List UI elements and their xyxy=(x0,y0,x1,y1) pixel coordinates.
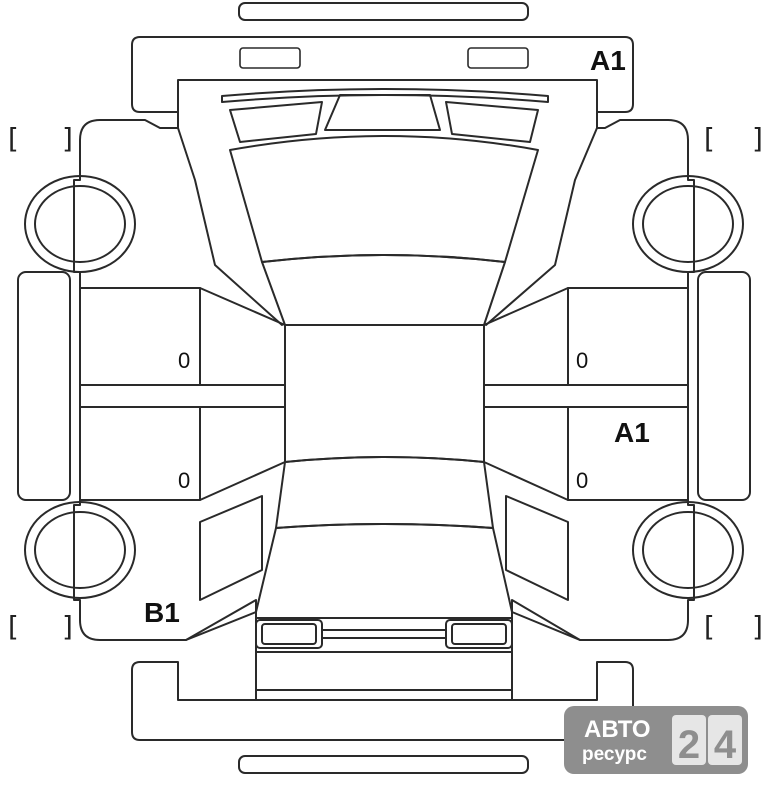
front-bumper xyxy=(131,36,634,113)
right-fog-lamp xyxy=(445,101,539,143)
right-front-fender-edge xyxy=(485,127,598,326)
grille-strip xyxy=(221,88,549,103)
left-front-fender-edge xyxy=(177,127,283,326)
left-tail-light-inner xyxy=(261,623,317,645)
left-sill xyxy=(79,384,286,408)
bracket-close-lr: ] xyxy=(60,610,77,643)
left-rear-quarter-window xyxy=(199,495,263,601)
bracket-open-lr: [ xyxy=(4,610,21,643)
rear-bumper-strip xyxy=(238,755,529,774)
bracket-close-rr: ] xyxy=(750,610,767,643)
left-front-wheel xyxy=(24,175,136,273)
door-mark-right-front: 0 xyxy=(576,348,588,373)
left-rear-door xyxy=(79,406,286,501)
right-tail-light xyxy=(445,619,513,649)
bracket-close-lf: ] xyxy=(60,122,77,155)
trunk-lid xyxy=(255,523,513,619)
annotation-right-doors: A1 xyxy=(614,417,650,448)
rear-bumper xyxy=(131,661,634,741)
left-tail-light xyxy=(255,619,323,649)
watermark-logo: АВТО ресурс 2 4 xyxy=(564,706,748,774)
bracket-open-rr: [ xyxy=(700,610,717,643)
watermark-digit-1: 2 xyxy=(678,723,700,767)
left-side-skirt xyxy=(17,271,71,501)
rear-window xyxy=(275,456,494,529)
watermark-digit-tile-1 xyxy=(672,715,706,765)
windshield xyxy=(261,254,506,326)
annotation-rear-left-quarter: B1 xyxy=(144,597,180,628)
roof xyxy=(284,324,485,463)
annotation-front-bumper: A1 xyxy=(590,45,626,76)
bracket-open-lf: [ xyxy=(4,122,21,155)
right-sill xyxy=(483,384,689,408)
right-rear-quarter-edge xyxy=(511,599,581,641)
left-headlight xyxy=(239,47,301,69)
right-tail-light-inner xyxy=(451,623,507,645)
right-side-skirt xyxy=(697,271,751,501)
right-rear-wheel xyxy=(632,501,744,599)
door-mark-left-rear: 0 xyxy=(178,468,190,493)
door-mark-right-rear: 0 xyxy=(576,468,588,493)
left-rear-quarter-edge xyxy=(185,599,257,641)
grille xyxy=(324,94,441,131)
watermark-digit-tile-2 xyxy=(708,715,742,765)
bracket-open-rf: [ xyxy=(700,122,717,155)
right-rear-quarter-window xyxy=(505,495,569,601)
watermark-line1: АВТО xyxy=(584,716,650,743)
right-headlight xyxy=(467,47,529,69)
rear-panel xyxy=(255,651,513,691)
door-mark-left-front: 0 xyxy=(178,348,190,373)
watermark-digit-2: 4 xyxy=(714,723,737,767)
hood xyxy=(229,135,539,263)
left-rear-wheel xyxy=(24,501,136,599)
watermark-line2: ресурс xyxy=(582,744,647,765)
left-fog-lamp xyxy=(229,101,323,143)
front-bumper-strip xyxy=(238,2,529,21)
bracket-close-rf: ] xyxy=(750,122,767,155)
right-front-wheel xyxy=(632,175,744,273)
right-rear-door xyxy=(483,406,689,501)
